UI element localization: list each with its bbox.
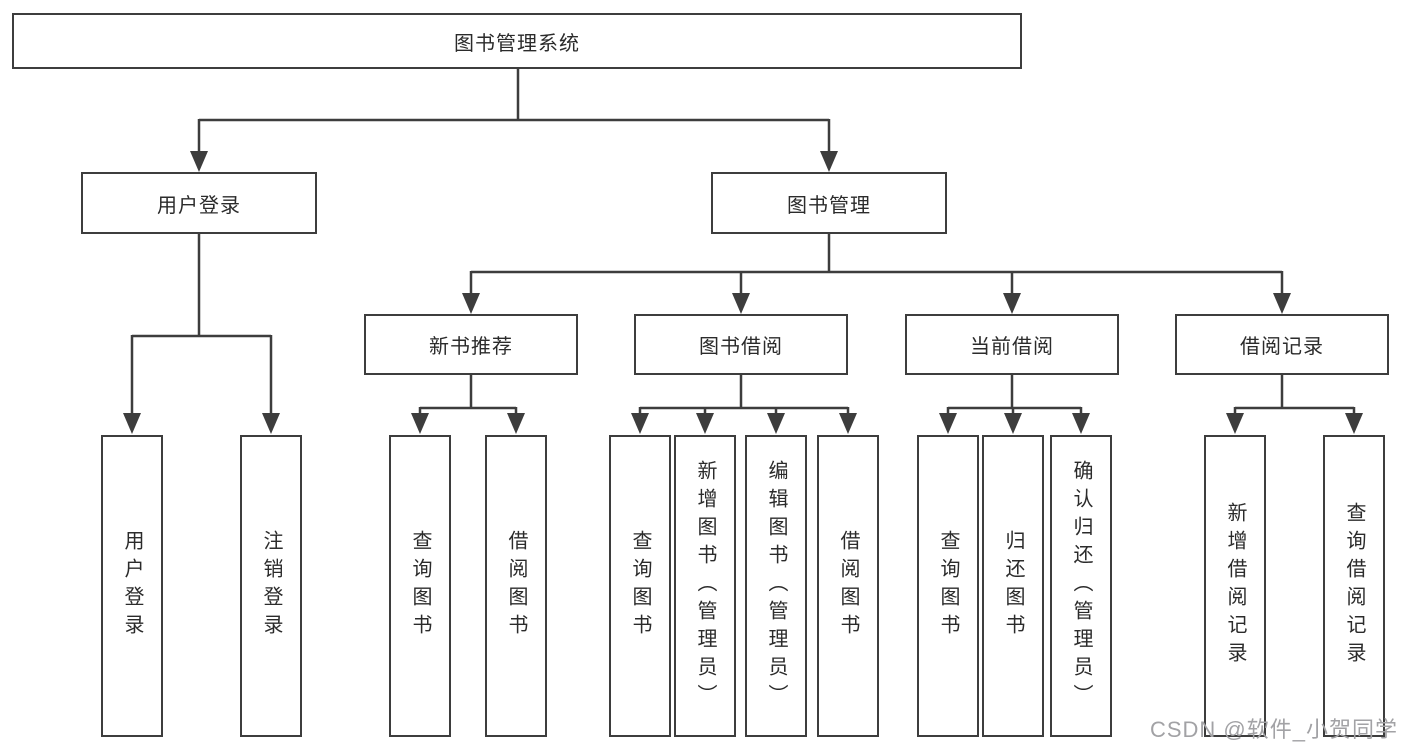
leaf-confirm-return-admin: 确认归还（管理员） [1050, 435, 1112, 737]
leaf-logout-label: 注销登录 [260, 530, 282, 642]
leaf-return-book: 归还图书 [982, 435, 1044, 737]
leaf-query-borrow-record: 查询借阅记录 [1323, 435, 1385, 737]
leaf-edit-book-admin: 编辑图书（管理员） [745, 435, 807, 737]
watermark-text: CSDN @软件_小贺同学 [1149, 717, 1398, 742]
leaf-borrow-book-2-label: 借阅图书 [837, 530, 859, 642]
leaf-query-book-1-label: 查询图书 [409, 530, 431, 642]
leaf-query-book-2: 查询图书 [609, 435, 671, 737]
leaf-borrow-book-1-label: 借阅图书 [505, 530, 527, 642]
leaf-query-borrow-record-label: 查询借阅记录 [1343, 502, 1365, 670]
leaf-add-borrow-record-label: 新增借阅记录 [1224, 502, 1246, 670]
node-library-system-label: 图书管理系统 [454, 32, 580, 55]
node-user-login: 用户登录 [81, 172, 317, 234]
node-user-login-label: 用户登录 [157, 194, 241, 217]
node-borrow-records: 借阅记录 [1175, 314, 1389, 375]
node-current-borrow-label: 当前借阅 [970, 336, 1054, 358]
leaf-logout: 注销登录 [240, 435, 302, 737]
leaf-user-login-label: 用户登录 [121, 530, 143, 642]
leaf-add-book-admin: 新增图书（管理员） [674, 435, 736, 737]
node-borrow-records-label: 借阅记录 [1240, 336, 1324, 358]
leaf-query-book-3: 查询图书 [917, 435, 979, 737]
leaf-confirm-return-admin-label: 确认归还（管理员） [1070, 460, 1092, 712]
leaf-query-book-2-label: 查询图书 [629, 530, 651, 642]
node-book-management: 图书管理 [711, 172, 947, 234]
node-library-system: 图书管理系统 [12, 13, 1022, 69]
leaf-user-login: 用户登录 [101, 435, 163, 737]
node-book-management-label: 图书管理 [787, 194, 871, 217]
leaf-add-book-admin-label: 新增图书（管理员） [694, 460, 716, 712]
leaf-query-book-1: 查询图书 [389, 435, 451, 737]
arrowheads [123, 151, 1363, 434]
node-new-book-recommend-label: 新书推荐 [429, 336, 513, 358]
node-current-borrow: 当前借阅 [905, 314, 1119, 375]
leaf-borrow-book-1: 借阅图书 [485, 435, 547, 737]
leaf-return-book-label: 归还图书 [1002, 530, 1024, 642]
leaf-borrow-book-2: 借阅图书 [817, 435, 879, 737]
leaf-query-book-3-label: 查询图书 [937, 530, 959, 642]
node-book-borrow-label: 图书借阅 [699, 336, 783, 358]
leaf-add-borrow-record: 新增借阅记录 [1204, 435, 1266, 737]
node-new-book-recommend: 新书推荐 [364, 314, 578, 375]
leaf-edit-book-admin-label: 编辑图书（管理员） [765, 460, 787, 712]
node-book-borrow: 图书借阅 [634, 314, 848, 375]
